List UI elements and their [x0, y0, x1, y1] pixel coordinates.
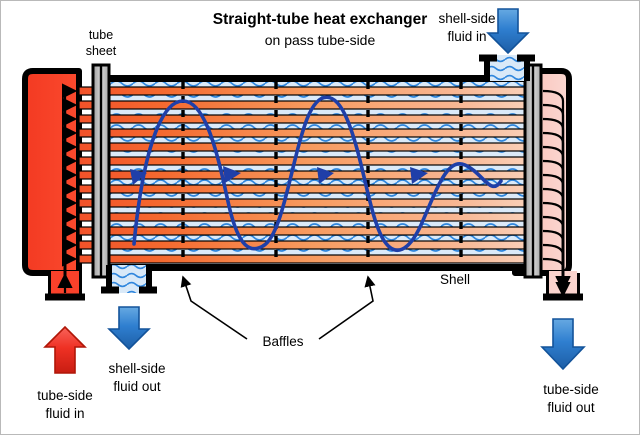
tube-row: [78, 240, 538, 250]
shell-side-in-label-line2: fluid in: [447, 29, 486, 44]
tube-side-out-label-line2: fluid out: [547, 400, 595, 415]
shell-inlet-nozzle: [479, 54, 535, 81]
tube-side-out-label-line1: tube-side: [543, 382, 599, 397]
shell-label: Shell: [440, 272, 470, 287]
flow-arrowhead: [410, 167, 428, 184]
tube-row: [78, 198, 538, 208]
shell-side-out-arrow-icon: [107, 306, 151, 351]
diagram-title: Straight-tube heat exchanger: [213, 11, 427, 28]
flow-arrowhead: [317, 167, 334, 184]
tube-sheet-label-line2: sheet: [86, 44, 117, 58]
shell-side-in-arrow-icon: [486, 8, 530, 55]
tube-side-out-arrow-icon: [540, 318, 586, 371]
tube-row: [78, 86, 538, 96]
flow-arrowhead: [130, 169, 147, 185]
tube-row: [78, 142, 538, 152]
shell-side-in-label-line1: shell-side: [438, 11, 495, 26]
tube-side-in-label-line1: tube-side: [37, 388, 93, 403]
flow-arrowhead: [223, 166, 241, 183]
shell-flow-path: [130, 95, 503, 252]
shell-side-out-label-line2: fluid out: [113, 379, 161, 394]
tube-row: [78, 184, 538, 194]
tube-sheet-right: [523, 63, 543, 279]
diagram-subtitle: on pass tube-side: [265, 32, 376, 48]
tube-side-in-label-line2: fluid in: [45, 406, 84, 421]
tube-row: [78, 170, 538, 180]
baffle-leader-lines: [180, 275, 376, 340]
baffles-group: [181, 82, 463, 265]
baffles-label: Baffles: [262, 334, 303, 349]
tube-row: [78, 226, 538, 236]
shell-outlet-nozzle: [101, 265, 157, 294]
tube-outlet-arrows: [542, 89, 571, 292]
tube-sheet-left: [91, 63, 111, 279]
tube-sheet-label-line1: tube: [89, 28, 113, 42]
tube-row: [78, 254, 538, 264]
tube-row: [78, 212, 538, 222]
tube-inlet-arrows: [61, 83, 78, 285]
tube-row: [78, 128, 538, 138]
tube-side-in-arrow-icon: [43, 325, 87, 374]
shell-side-out-label-line1: shell-side: [108, 361, 165, 376]
tube-row: [78, 100, 538, 110]
left-header-hot-chamber: [22, 68, 85, 301]
